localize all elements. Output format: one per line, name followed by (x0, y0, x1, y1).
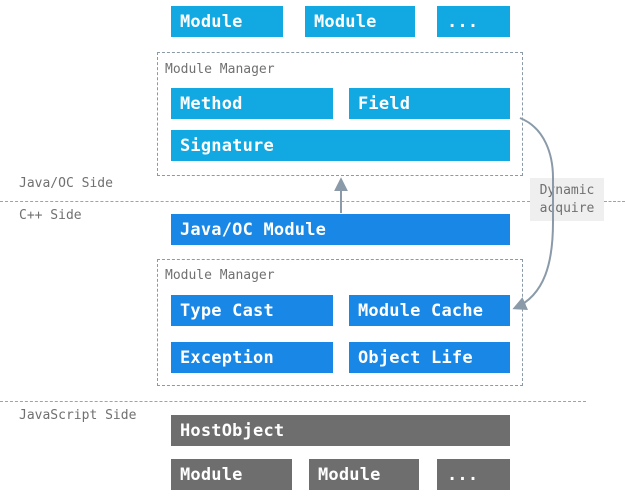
field-label: Field (358, 93, 411, 114)
cpp-side-label: C++ Side (19, 208, 82, 223)
java-oc-module-label: Java/OC Module (180, 219, 327, 240)
oc-module-manager-group (157, 52, 523, 176)
top-module-ellipsis: ... (437, 6, 510, 37)
dynamic-acquire-arrow (512, 117, 554, 310)
type-cast-label: Type Cast (180, 300, 274, 321)
oc-module-manager-title: Module Manager (165, 62, 275, 77)
java-oc-side-label: Java/OC Side (19, 176, 113, 191)
host-object-label: HostObject (180, 420, 285, 441)
top-module-1: Module (171, 6, 283, 37)
cpp-js-divider (0, 401, 586, 402)
bottom-module-2-label: Module (318, 464, 381, 485)
type-cast-box: Type Cast (171, 295, 333, 326)
bottom-module-1-label: Module (180, 464, 243, 485)
module-cache-box: Module Cache (349, 295, 510, 326)
top-module-1-label: Module (180, 11, 243, 32)
exception-box: Exception (171, 342, 333, 373)
module-cache-label: Module Cache (358, 300, 484, 321)
exception-label: Exception (180, 347, 274, 368)
javascript-side-label: JavaScript Side (19, 408, 137, 423)
method-box: Method (171, 88, 333, 119)
host-object-box: HostObject (171, 415, 510, 446)
top-module-ellipsis-label: ... (447, 11, 479, 32)
signature-box: Signature (171, 130, 510, 161)
cpp-module-manager-title: Module Manager (165, 268, 275, 283)
bottom-module-ellipsis: ... (437, 459, 510, 490)
field-box: Field (349, 88, 510, 119)
object-life-box: Object Life (349, 342, 510, 373)
bottom-module-1: Module (171, 459, 292, 490)
top-module-2: Module (305, 6, 415, 37)
cpp-module-manager-group (157, 259, 523, 386)
object-life-label: Object Life (358, 347, 473, 368)
bottom-module-2: Module (309, 459, 419, 490)
java-cpp-divider-tail (604, 201, 625, 202)
bottom-module-ellipsis-label: ... (447, 464, 479, 485)
java-oc-module-box: Java/OC Module (171, 214, 510, 245)
top-module-2-label: Module (314, 11, 377, 32)
method-label: Method (180, 93, 243, 114)
java-cpp-divider (0, 201, 530, 202)
signature-label: Signature (180, 135, 274, 156)
